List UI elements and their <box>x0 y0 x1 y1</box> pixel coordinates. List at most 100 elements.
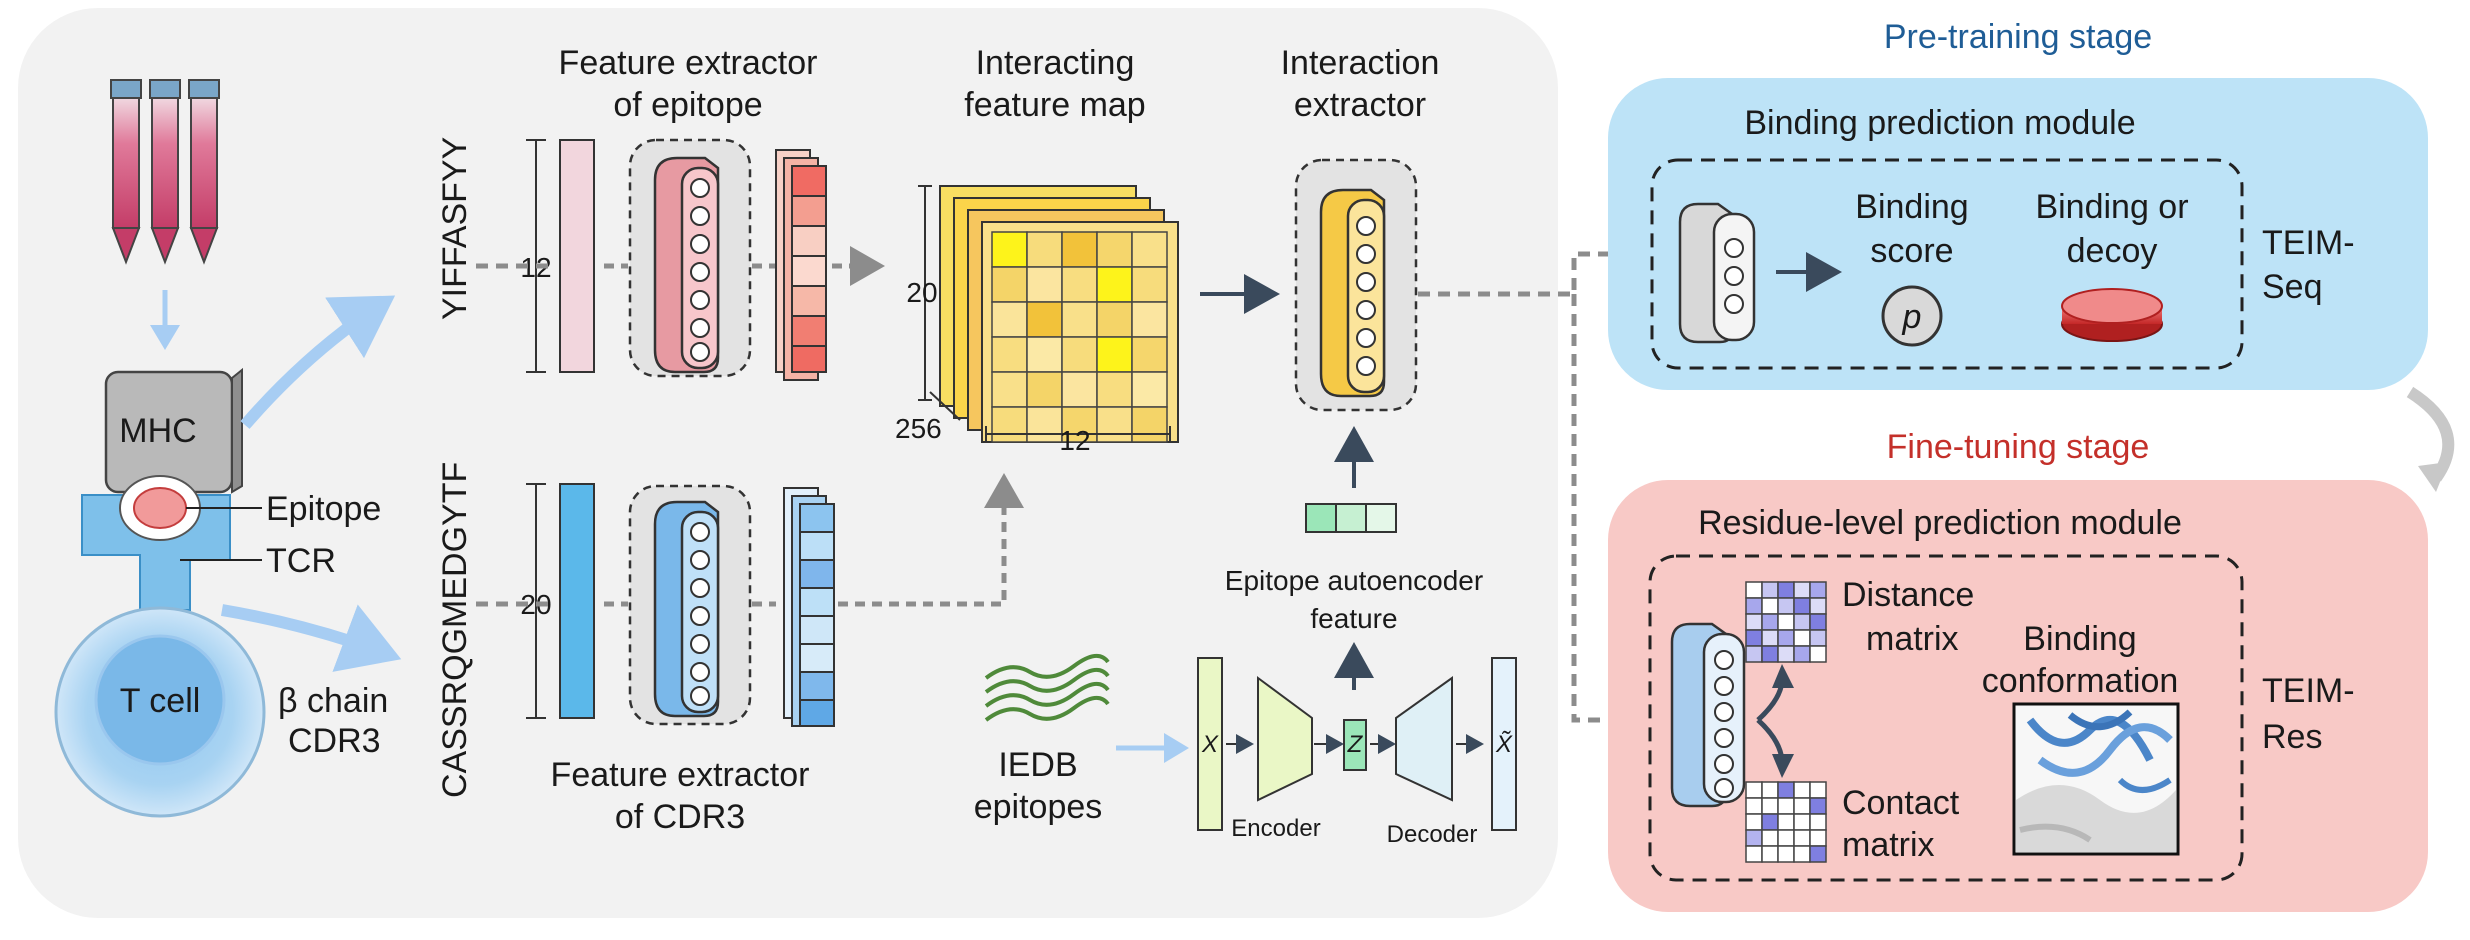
grid-cell <box>1793 845 1811 863</box>
grid-cell <box>1745 597 1763 615</box>
grid-cell <box>1761 813 1779 831</box>
pretraining-panel <box>1608 78 2428 390</box>
ae-z-label: Z <box>1347 731 1364 758</box>
grid-cell <box>1761 629 1779 647</box>
pretraining-stage-title: Pre-training stage <box>1884 18 2152 56</box>
grid-cell <box>1061 266 1098 303</box>
grid-cell <box>1061 231 1098 268</box>
grid-cell <box>1777 645 1795 663</box>
grid-cell <box>1793 597 1811 615</box>
grid-cell <box>1793 581 1811 599</box>
grid-cell <box>991 301 1028 338</box>
grid-cell <box>1793 629 1811 647</box>
grid-cell <box>1777 813 1795 831</box>
grid-cell <box>1777 829 1795 847</box>
teim-res-line1: TEIM- <box>2262 672 2355 710</box>
feature-map-depth-label: 256 <box>895 413 942 444</box>
ae-latent-z <box>1343 719 1367 771</box>
grid-cell <box>1061 336 1098 373</box>
ae-x-label: X <box>1201 731 1219 758</box>
grid-cell <box>1096 406 1133 443</box>
grid-cell <box>1096 231 1133 268</box>
grid-cell <box>1745 829 1763 847</box>
grid-cell <box>1026 336 1063 373</box>
grid-cell <box>1131 266 1168 303</box>
ae-feature-label-line1: Epitope autoencoder <box>1225 565 1483 596</box>
grid-cell <box>991 406 1028 443</box>
grid-cell <box>1096 266 1133 303</box>
binding-module-title: Binding prediction module <box>1744 104 2135 142</box>
grid-cell <box>1761 581 1779 599</box>
decoder-label: Decoder <box>1387 821 1478 848</box>
mhc-label: MHC <box>119 412 196 450</box>
cdr3-label: CDR3 <box>288 722 381 760</box>
epitope-sequence: YIFFASFYY <box>436 137 474 320</box>
grid-cell <box>1793 613 1811 631</box>
grid-cell <box>1745 781 1763 799</box>
grid-cell <box>1061 406 1098 443</box>
epitope-label: Epitope <box>266 490 381 528</box>
grid-cell <box>1745 813 1763 831</box>
feature-map-title-line1: Interacting <box>976 44 1135 82</box>
iedb-label-line2: epitopes <box>974 788 1103 826</box>
grid-cell <box>1096 301 1133 338</box>
grid-cell <box>1777 845 1795 863</box>
grid-cell <box>1761 797 1779 815</box>
binding-score-p-symbol: p <box>1902 298 1922 336</box>
cdr3-encoding-bar <box>559 483 595 719</box>
beta-chain-label: β chain <box>278 682 388 720</box>
distance-matrix-line2: matrix <box>1866 620 1959 658</box>
cdr3-sequence: CASSRQGMEDGYTF <box>436 462 474 798</box>
ae-feature-vector <box>1305 503 1397 533</box>
cdr3-extractor-title-line2: of CDR3 <box>615 798 745 836</box>
feature-map-title-line2: feature map <box>964 86 1145 124</box>
epitope-encoding-bar <box>559 139 595 373</box>
grid-cell <box>1026 406 1063 443</box>
contact-matrix-line2: matrix <box>1842 826 1935 864</box>
grid-cell <box>1096 371 1133 408</box>
grid-cell <box>1809 845 1827 863</box>
feature-map-cols-label: 12 <box>1059 425 1090 456</box>
grid-cell <box>1809 829 1827 847</box>
grid-cell <box>991 371 1028 408</box>
interaction-extractor-title-line2: extractor <box>1294 86 1426 124</box>
grid-cell <box>1761 845 1779 863</box>
epitope-extractor-title-line1: Feature extractor <box>559 44 818 82</box>
t-cell-icon <box>54 606 266 818</box>
grid-cell <box>1809 797 1827 815</box>
grid-cell <box>1131 301 1168 338</box>
grid-cell <box>1809 813 1827 831</box>
grid-cell <box>1809 581 1827 599</box>
grid-cell <box>1061 371 1098 408</box>
grid-cell <box>1761 829 1779 847</box>
distance-matrix-icon <box>1745 581 1827 663</box>
extractor-to-modules-connector <box>1418 234 1645 297</box>
grid-cell <box>1793 645 1811 663</box>
finetuning-stage-title: Fine-tuning stage <box>1887 428 2150 466</box>
grid-cell <box>1131 231 1168 268</box>
residue-predictor-icon <box>1670 622 1746 808</box>
ae-input-x <box>1197 657 1223 831</box>
binding-or-decoy-line1: Binding or <box>2035 188 2188 226</box>
grid-cell <box>1809 597 1827 615</box>
ae-output-xhat <box>1491 657 1517 831</box>
teim-res-line2: Res <box>2262 718 2322 756</box>
teim-seq-line1: TEIM- <box>2262 224 2355 262</box>
grid-cell <box>1777 613 1795 631</box>
feature-map-rows-label: 20 <box>906 277 937 308</box>
interacting-feature-map <box>939 185 1179 443</box>
grid-cell <box>991 336 1028 373</box>
iedb-sequences-icon <box>984 654 1110 722</box>
grid-cell <box>1745 613 1763 631</box>
grid-cell <box>1745 629 1763 647</box>
epitope-cnn-icon <box>653 156 720 374</box>
grid-cell <box>1761 781 1779 799</box>
grid-cell <box>1777 781 1795 799</box>
grid-cell <box>1745 645 1763 663</box>
interaction-extractor-title-line1: Interaction <box>1281 44 1440 82</box>
grid-cell <box>1777 629 1795 647</box>
interaction-cnn-icon <box>1319 188 1386 398</box>
grid-cell <box>1131 406 1168 443</box>
binding-predictor-icon <box>1678 202 1756 344</box>
